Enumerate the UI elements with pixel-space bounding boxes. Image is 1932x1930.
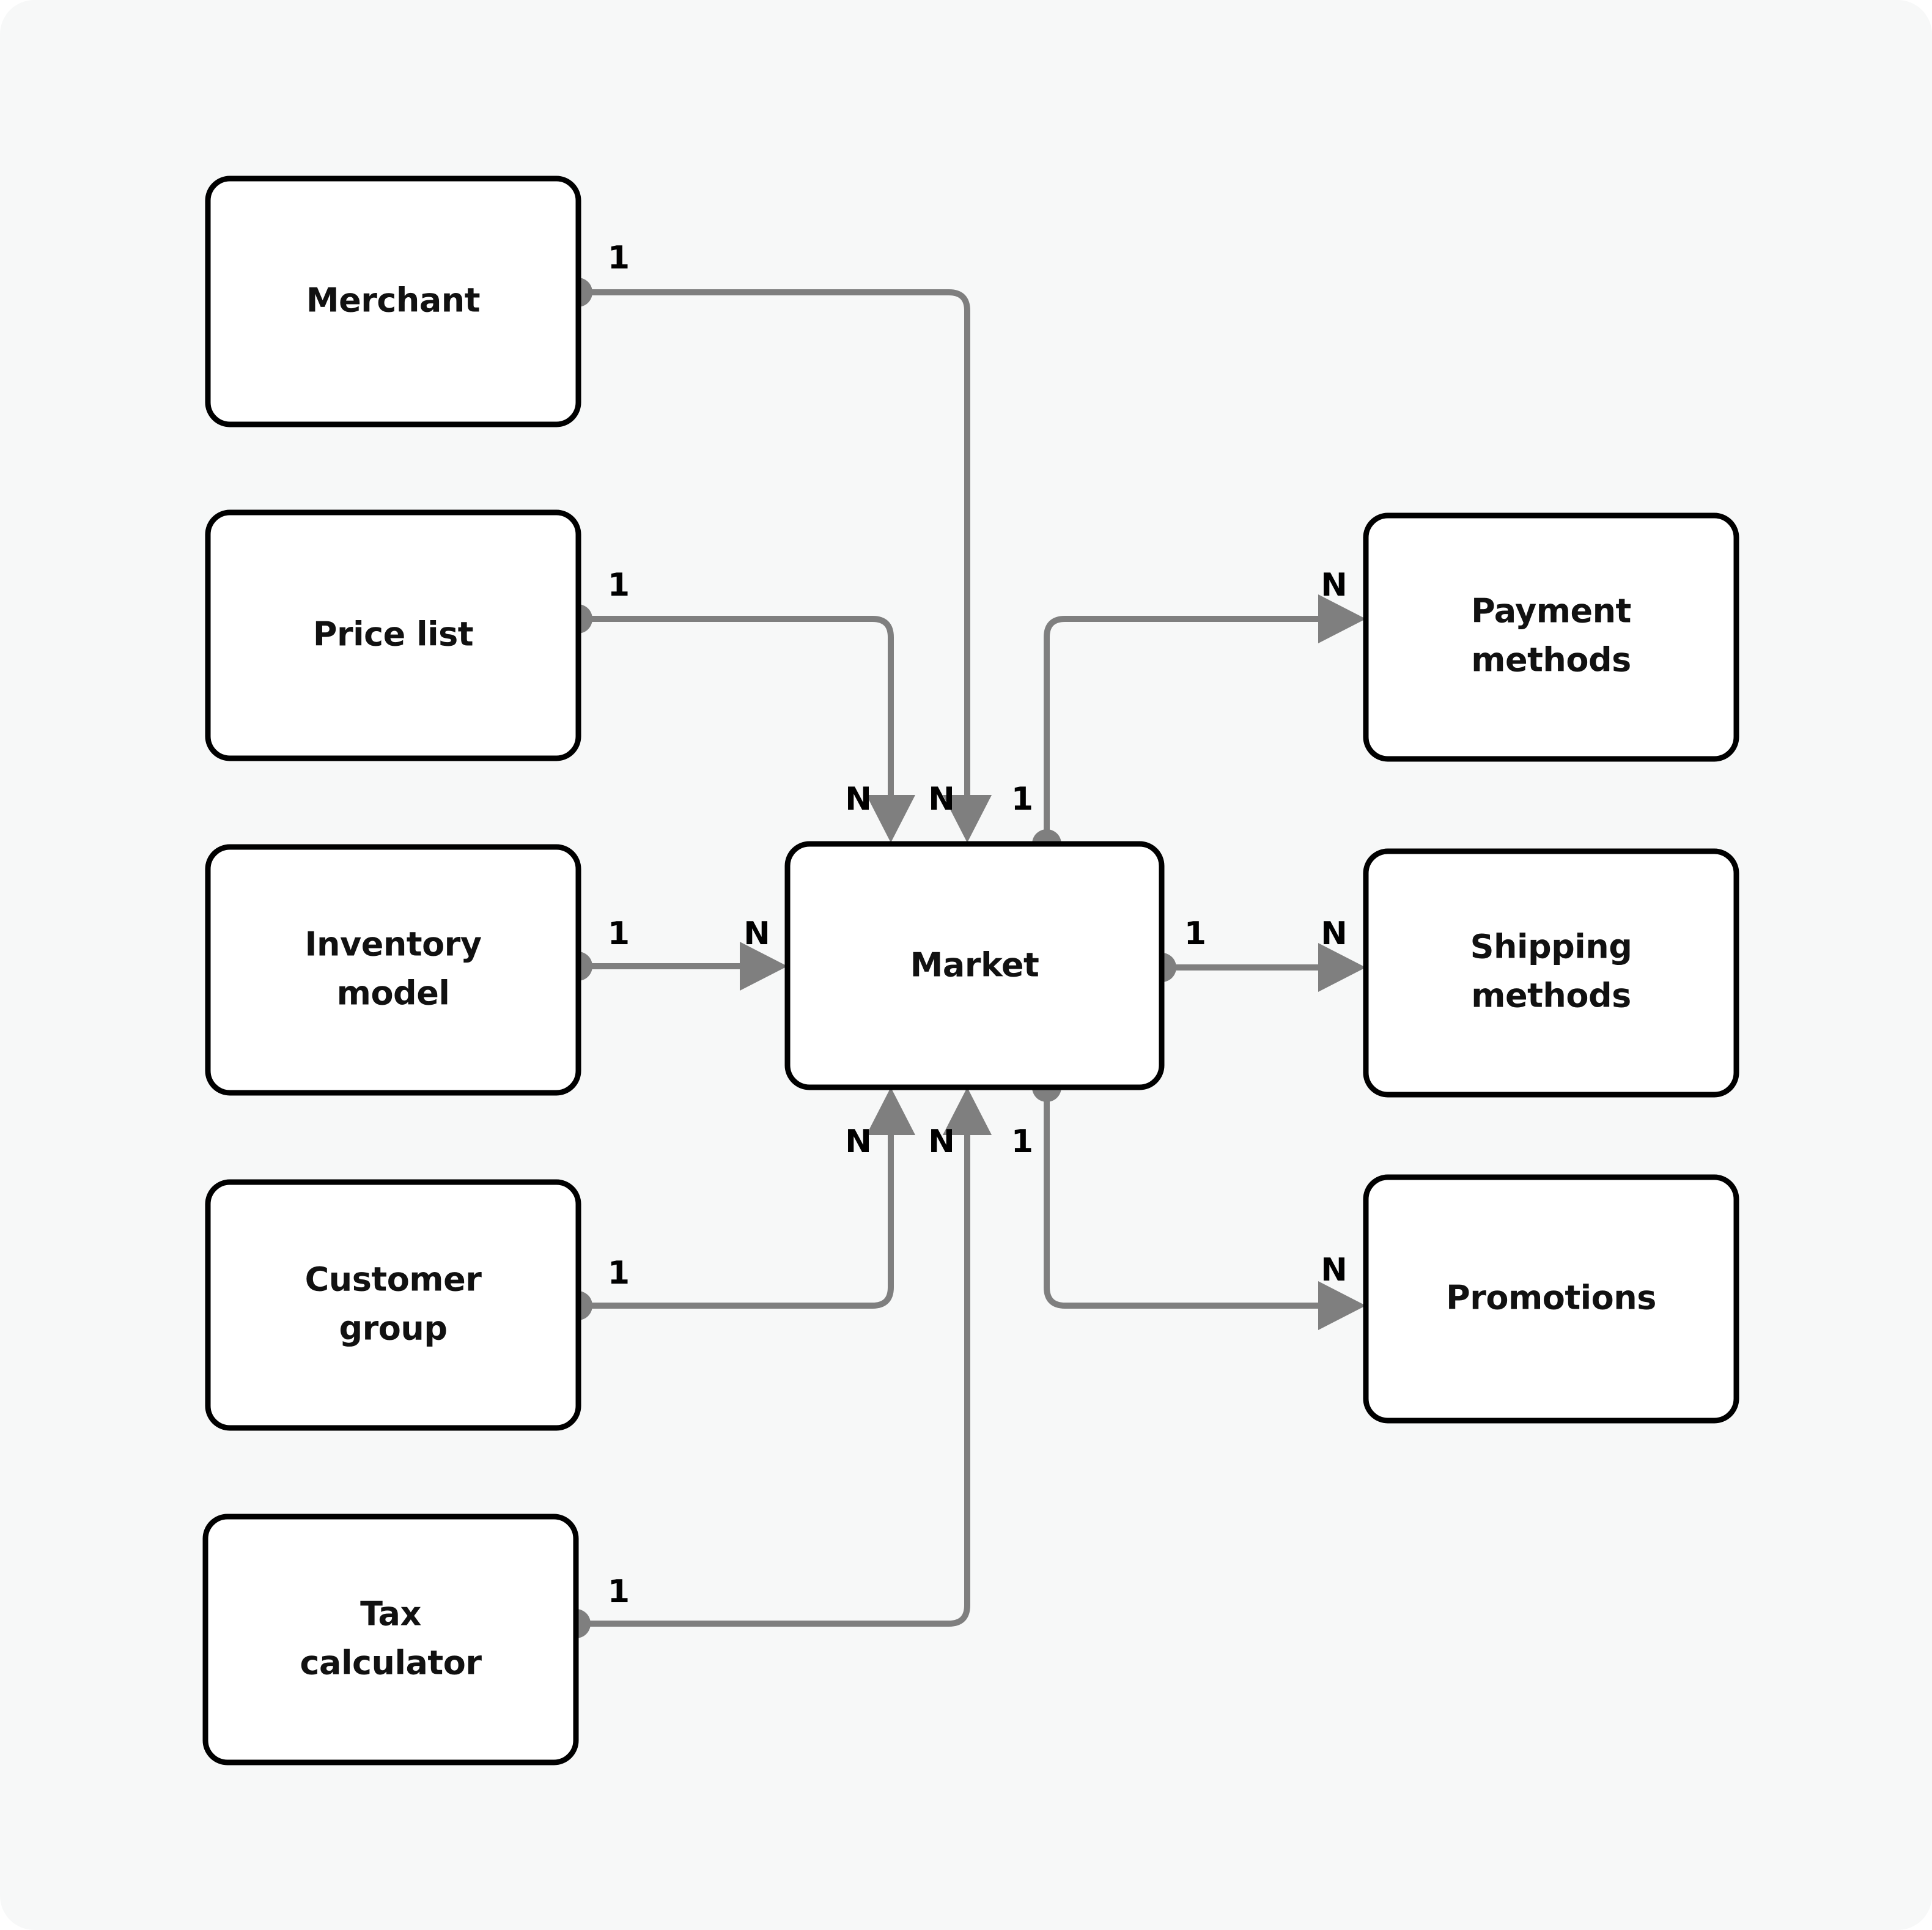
node-promotions-label: Promotions: [1446, 1279, 1656, 1317]
node-merchant-box: [205, 176, 581, 427]
edge-market-payment-methods-path: [1044, 616, 1337, 844]
edge-price-list-market-arrowhead: [866, 795, 915, 843]
node-payment-methods[interactable]: Payment methods: [1363, 512, 1739, 762]
edge-tax-calculator-market[interactable]: [561, 1087, 992, 1638]
cardinality-customer-out: 1: [608, 1255, 630, 1292]
cardinality-layer: 1 N 1 N 1 N 1 N 1 N 1 N 1 N 1 N: [608, 240, 1348, 1610]
node-merchant[interactable]: Merchant: [205, 176, 581, 427]
edge-market-promotions[interactable]: [1032, 1073, 1366, 1330]
node-tax-calculator-box: [202, 1514, 579, 1765]
edge-market-payment-methods[interactable]: [1032, 594, 1366, 859]
node-market-label: Market: [910, 946, 1039, 985]
edge-market-payment-methods-arrowhead: [1318, 594, 1366, 643]
node-customer-group-label-line2: group: [339, 1309, 448, 1348]
cardinality-price-list-out: 1: [608, 567, 630, 604]
node-promotions-box: [1363, 1174, 1739, 1424]
edge-merchant-market-arrowhead: [943, 795, 992, 843]
node-price-list-label: Price list: [313, 615, 473, 654]
edge-merchant-market-path: [578, 289, 970, 813]
cardinality-merchant-out: 1: [608, 240, 630, 276]
edge-inventory-model-market-arrowhead: [740, 942, 787, 991]
node-payment-methods-label-line2: methods: [1471, 641, 1631, 679]
node-inventory-model[interactable]: Inventory model: [205, 844, 581, 1096]
node-inventory-model-box: [205, 844, 581, 1096]
node-inventory-model-label-line1: Inventory: [304, 925, 481, 964]
node-market-box: [784, 841, 1165, 1090]
node-price-list-box: [205, 509, 581, 761]
node-shipping-methods-label-line2: methods: [1471, 977, 1631, 1015]
cardinality-market-payment-in: N: [1321, 567, 1348, 604]
edge-market-promotions-arrowhead: [1318, 1281, 1366, 1330]
node-customer-group[interactable]: Customer group: [205, 1179, 581, 1431]
node-promotions[interactable]: Promotions: [1363, 1174, 1739, 1424]
cardinality-tax-out: 1: [608, 1573, 630, 1610]
node-market[interactable]: Market: [784, 841, 1165, 1090]
node-customer-group-label-line1: Customer: [305, 1260, 482, 1299]
edge-customer-group-market-path: [578, 1117, 894, 1309]
node-shipping-methods-label-line1: Shipping: [1470, 928, 1632, 966]
edge-tax-calculator-market-path: [576, 1117, 970, 1627]
cardinality-market-promotions-in: N: [1321, 1252, 1348, 1289]
node-payment-methods-label-line1: Payment: [1471, 592, 1631, 630]
cardinality-inventory-out: 1: [608, 915, 630, 952]
edge-tax-calculator-market-arrowhead: [943, 1087, 992, 1135]
cardinality-market-payment-out: 1: [1011, 781, 1033, 818]
node-tax-calculator-label-line2: calculator: [300, 1644, 482, 1682]
cardinality-market-shipping-out: 1: [1184, 915, 1206, 952]
node-merchant-label: Merchant: [306, 281, 480, 320]
cardinality-price-list-in: N: [845, 781, 872, 818]
node-tax-calculator[interactable]: Tax calculator: [202, 1514, 579, 1765]
node-layer: Merchant Price list Inventory model Cust…: [202, 176, 1739, 1765]
node-payment-methods-box: [1363, 512, 1739, 762]
node-shipping-methods[interactable]: Shipping methods: [1363, 848, 1739, 1098]
node-customer-group-box: [205, 1179, 581, 1431]
node-tax-calculator-label-line1: Tax: [360, 1595, 421, 1633]
edge-market-shipping-methods-arrowhead: [1318, 943, 1366, 992]
node-shipping-methods-box: [1363, 848, 1739, 1098]
cardinality-merchant-in: N: [928, 781, 955, 818]
node-inventory-model-label-line2: model: [337, 974, 450, 1013]
edge-merchant-market[interactable]: [563, 278, 992, 843]
cardinality-tax-in: N: [928, 1123, 955, 1160]
node-price-list[interactable]: Price list: [205, 509, 581, 761]
cardinality-inventory-in: N: [743, 915, 770, 952]
cardinality-market-promotions-out: 1: [1011, 1123, 1033, 1160]
edge-customer-group-market-arrowhead: [866, 1087, 915, 1135]
cardinality-customer-in: N: [845, 1123, 872, 1160]
cardinality-market-shipping-in: N: [1321, 915, 1348, 952]
edge-market-promotions-path: [1044, 1087, 1337, 1309]
edge-price-list-market-path: [578, 616, 894, 813]
